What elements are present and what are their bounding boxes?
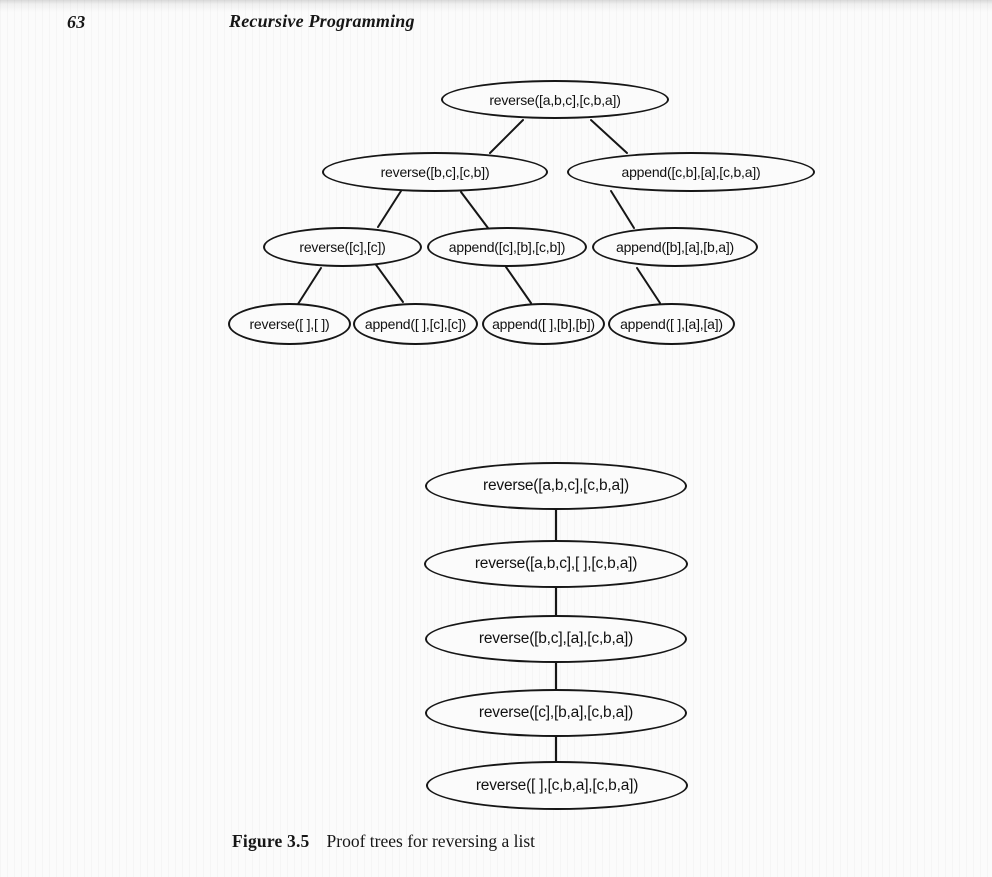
- tree-node-label: append([ ],[a],[a]): [620, 316, 723, 332]
- tree-node-ellipse: append([ ],[c],[c]): [353, 303, 478, 345]
- tree-node-label: append([c,b],[a],[c,b,a]): [621, 164, 761, 180]
- tree-edge: [636, 267, 661, 304]
- tree-edge: [460, 191, 489, 229]
- tree-node-ellipse: append([ ],[a],[a]): [608, 303, 735, 345]
- tree-node-label: append([ ],[c],[c]): [364, 316, 467, 332]
- tree-node-label: reverse([c],[c]): [299, 239, 386, 255]
- page-number: 63: [67, 12, 86, 32]
- tree-edge: [489, 119, 524, 154]
- tree-node-label: reverse([a,b,c],[c,b,a]): [489, 91, 621, 108]
- tree-node-ellipse: reverse([b,c],[c,b]): [322, 152, 548, 192]
- tree-node-label: append([b],[a],[b,a]): [616, 239, 734, 255]
- proof-tree-edges: [297, 119, 661, 305]
- chain-node-label: reverse([a,b,c],[c,b,a]): [483, 477, 629, 494]
- chain-node-ellipse: reverse([b,c],[a],[c,b,a]): [425, 615, 687, 663]
- tree-edge: [297, 267, 322, 305]
- tree-node-ellipse: reverse([c],[c]): [263, 227, 422, 267]
- tree-node-ellipse: append([b],[a],[b,a]): [592, 227, 758, 267]
- figure-caption: Proof trees for reversing a list: [326, 831, 535, 851]
- tree-node-ellipse: append([c],[b],[c,b]): [427, 227, 587, 267]
- chain-node-ellipse: reverse([ ],[c,b,a],[c,b,a]): [426, 761, 688, 810]
- chain-node-ellipse: reverse([a,b,c],[ ],[c,b,a]): [424, 540, 688, 588]
- figure-caption-row: Figure 3.5 Proof trees for reversing a li…: [232, 831, 535, 852]
- running-title: Recursive Programming: [229, 11, 415, 31]
- chain-node-label: reverse([b,c],[a],[c,b,a]): [478, 630, 634, 647]
- tree-node-ellipse: append([ ],[b],[b]): [482, 303, 605, 345]
- tree-node-ellipse: reverse([a,b,c],[c,b,a]): [441, 80, 669, 119]
- tree-node-label: append([c],[b],[c,b]): [448, 239, 566, 255]
- tree-node-ellipse: append([c,b],[a],[c,b,a]): [567, 152, 815, 192]
- tree-edge: [377, 190, 402, 228]
- tree-edge: [590, 119, 628, 154]
- chain-node-label: reverse([ ],[c,b,a],[c,b,a]): [475, 776, 639, 794]
- tree-edge: [505, 266, 532, 304]
- chain-node-ellipse: reverse([c],[b,a],[c,b,a]): [425, 689, 687, 737]
- tree-node-label: append([ ],[b],[b]): [492, 316, 595, 332]
- chain-node-label: reverse([a,b,c],[ ],[c,b,a]): [474, 555, 638, 572]
- tree-edge: [610, 190, 635, 229]
- tree-node-ellipse: reverse([ ],[ ]): [228, 303, 351, 345]
- tree-node-label: reverse([ ],[ ]): [249, 316, 330, 332]
- figure-label: Figure 3.5: [232, 831, 310, 851]
- tree-node-label: reverse([b,c],[c,b]): [380, 164, 490, 180]
- tree-edge: [373, 261, 404, 303]
- chain-node-label: reverse([c],[b,a],[c,b,a]): [478, 704, 634, 721]
- chain-node-ellipse: reverse([a,b,c],[c,b,a]): [425, 462, 687, 510]
